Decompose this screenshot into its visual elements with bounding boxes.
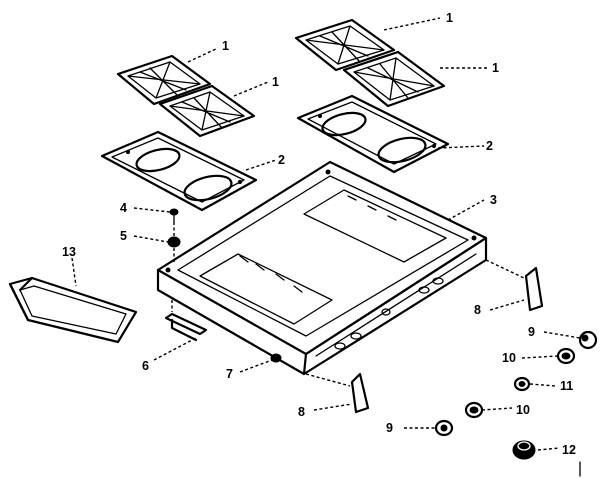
screw-part-7 — [270, 353, 282, 363]
grommet-part-5 — [167, 222, 181, 262]
callout-1-grate-left-b: 1 — [272, 75, 279, 89]
screw-part-4 — [169, 208, 179, 223]
bezel-part-10-lower — [464, 401, 484, 419]
callout-4-screw: 4 — [120, 201, 127, 215]
bezel-part-10-upper — [556, 347, 576, 365]
callout-11-spring: 11 — [560, 379, 573, 393]
main-top-frame — [156, 160, 488, 376]
burner-bowl-right — [296, 94, 450, 174]
bracket-part-8-right — [485, 259, 544, 312]
tray-part-13 — [8, 276, 138, 344]
callout-12-cap: 12 — [562, 443, 576, 457]
leader-lines — [71, 17, 581, 477]
callout-1-grate-left-a: 1 — [222, 39, 229, 53]
callout-2-bowl-right: 2 — [486, 139, 493, 153]
callout-6-hinge: 6 — [142, 359, 149, 373]
callout-3-frame: 3 — [490, 193, 497, 207]
burner-bowl-left — [100, 130, 258, 212]
knob-part-9-lower — [434, 419, 454, 437]
bracket-part-8-front — [305, 372, 370, 414]
callout-13-tray: 13 — [62, 245, 76, 259]
callout-2-bowl-left: 2 — [278, 153, 285, 167]
callout-1-grate-right-a: 1 — [446, 11, 453, 25]
callout-10-bezel-upper: 10 — [502, 351, 516, 365]
callout-8-bracket-right: 8 — [474, 303, 481, 317]
callout-1-grate-right-b: 1 — [492, 61, 499, 75]
cap-part-12 — [512, 440, 536, 460]
callout-7-screw: 7 — [226, 367, 233, 381]
callout-9-knob-upper: 9 — [528, 325, 535, 339]
spring-part-11 — [513, 376, 531, 392]
callout-labels: 1 1 1 1 2 2 3 4 5 6 7 8 8 9 9 10 10 11 1… — [62, 11, 576, 457]
callout-9-knob-lower: 9 — [386, 421, 393, 435]
callout-10-bezel-lower: 10 — [516, 403, 530, 417]
callout-5-grommet: 5 — [120, 229, 127, 243]
hinge-bracket-part-6 — [164, 300, 208, 342]
grate-pair-left — [116, 54, 256, 138]
grate-pair-right — [294, 18, 446, 108]
knob-part-9-upper — [578, 330, 598, 350]
callout-8-bracket-front: 8 — [298, 405, 305, 419]
